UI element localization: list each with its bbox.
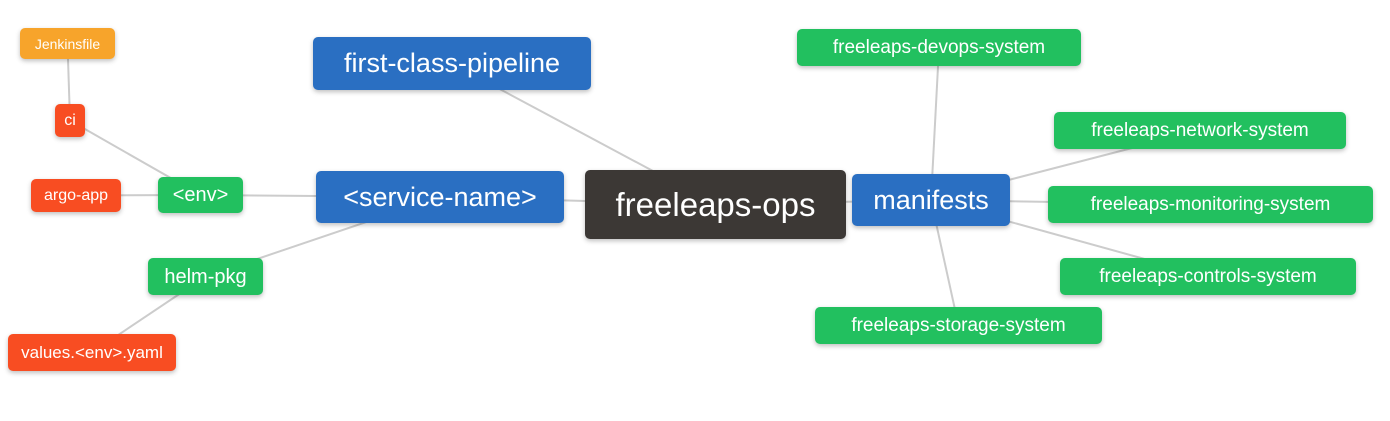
node-ci[interactable]: ci (55, 104, 85, 137)
node-freeleaps-devops-system[interactable]: freeleaps-devops-system (797, 29, 1081, 66)
node-manifests[interactable]: manifests (852, 174, 1010, 226)
node-freeleaps-monitoring-system[interactable]: freeleaps-monitoring-system (1048, 186, 1373, 223)
node-values-env-yaml[interactable]: values.<env>.yaml (8, 334, 176, 371)
node-freeleaps-ops[interactable]: freeleaps-ops (585, 170, 846, 239)
node-first-class-pipeline[interactable]: first-class-pipeline (313, 37, 591, 90)
node-service-name[interactable]: <service-name> (316, 171, 564, 223)
node-freeleaps-storage-system[interactable]: freeleaps-storage-system (815, 307, 1102, 344)
node-jenkinsfile[interactable]: Jenkinsfile (20, 28, 115, 59)
node-freeleaps-network-system[interactable]: freeleaps-network-system (1054, 112, 1346, 149)
node-argo-app[interactable]: argo-app (31, 179, 121, 212)
node-env[interactable]: <env> (158, 177, 243, 213)
node-freeleaps-controls-system[interactable]: freeleaps-controls-system (1060, 258, 1356, 295)
node-helm-pkg[interactable]: helm-pkg (148, 258, 263, 295)
